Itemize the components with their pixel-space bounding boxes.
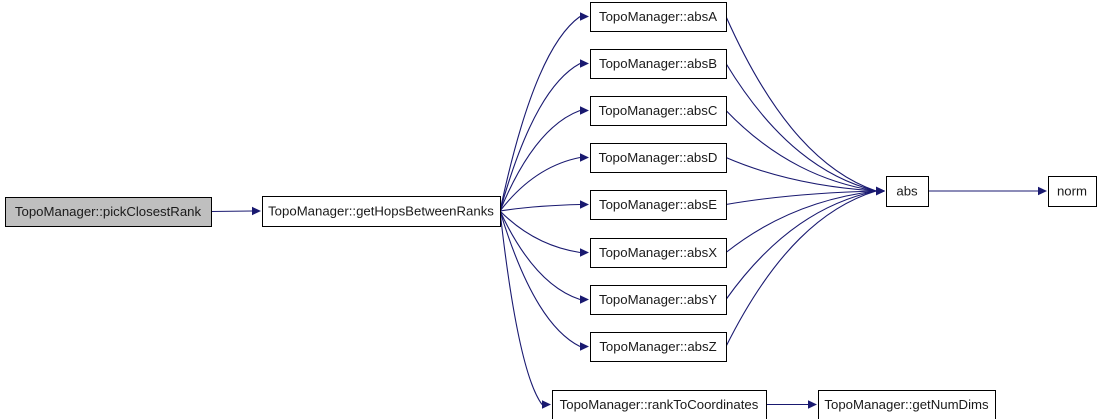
arrowhead-icon — [580, 342, 589, 351]
arrowhead-icon — [580, 106, 589, 115]
arrowhead-icon — [580, 295, 589, 304]
arrowhead-icon — [876, 186, 885, 196]
node-getNumDims[interactable]: TopoManager::getNumDims — [818, 390, 996, 419]
node-box-absA[interactable] — [590, 2, 727, 32]
edge-getHopsBetweenRanks-to-absD — [499, 156, 581, 212]
node-label-pickClosestRank: TopoManager::pickClosestRank — [15, 204, 202, 219]
node-box-getNumDims[interactable] — [818, 390, 996, 419]
node-absY[interactable]: TopoManager::absY — [590, 285, 727, 315]
edge-getHopsBetweenRanks-to-absB — [499, 63, 581, 212]
node-getHopsBetweenRanks[interactable]: TopoManager::getHopsBetweenRanks — [262, 196, 501, 227]
edge-absD-to-abs — [725, 156, 877, 192]
arrowhead-icon — [542, 400, 551, 409]
edge-getHopsBetweenRanks-to-absC — [499, 109, 581, 212]
node-absE[interactable]: TopoManager::absE — [590, 190, 727, 220]
edge-getHopsBetweenRanks-to-absA — [499, 16, 581, 212]
node-absX[interactable]: TopoManager::absX — [590, 238, 727, 268]
node-label-getNumDims: TopoManager::getNumDims — [824, 397, 989, 412]
arrowhead-icon — [580, 59, 589, 68]
edge-getHopsBetweenRanks-to-absE — [499, 203, 581, 212]
edge-getHopsBetweenRanks-to-absX — [499, 210, 581, 254]
node-label-norm: norm — [1057, 183, 1087, 198]
edge-absC-to-abs — [725, 110, 877, 192]
node-box-absY[interactable] — [590, 285, 727, 315]
node-label-getHopsBetweenRanks: TopoManager::getHopsBetweenRanks — [268, 203, 494, 218]
edge-getHopsBetweenRanks-to-absZ — [499, 210, 581, 347]
node-label-absA: TopoManager::absA — [599, 9, 717, 24]
node-label-abs: abs — [896, 183, 918, 198]
node-abs[interactable]: abs — [886, 176, 929, 207]
node-pickClosestRank[interactable]: TopoManager::pickClosestRank — [5, 197, 212, 227]
node-absA[interactable]: TopoManager::absA — [590, 2, 727, 32]
edge-getHopsBetweenRanks-to-rankToCoordinates — [499, 210, 543, 405]
node-box-absZ[interactable] — [590, 332, 727, 362]
edge-absY-to-abs — [725, 190, 877, 300]
edge-absB-to-abs — [725, 63, 877, 192]
arrowhead-icon — [580, 12, 589, 21]
node-absZ[interactable]: TopoManager::absZ — [590, 332, 727, 362]
node-label-absZ: TopoManager::absZ — [599, 339, 716, 354]
node-norm[interactable]: norm — [1048, 176, 1097, 207]
node-absC[interactable]: TopoManager::absC — [590, 96, 727, 126]
arrowhead-icon — [1038, 186, 1047, 196]
node-label-absC: TopoManager::absC — [599, 103, 718, 118]
node-label-rankToCoordinates: TopoManager::rankToCoordinates — [560, 397, 759, 412]
node-rankToCoordinates[interactable]: TopoManager::rankToCoordinates — [552, 390, 767, 419]
arrowhead-icon — [580, 248, 589, 257]
node-label-absB: TopoManager::absB — [599, 56, 717, 71]
node-label-absD: TopoManager::absD — [599, 150, 718, 165]
node-box-absX[interactable] — [590, 238, 727, 268]
edge-absZ-to-abs — [725, 190, 877, 347]
node-box-absE[interactable] — [590, 190, 727, 220]
node-absB[interactable]: TopoManager::absB — [590, 49, 727, 79]
edge-absA-to-abs — [725, 16, 877, 192]
node-box-getHopsBetweenRanks[interactable] — [262, 196, 501, 227]
node-box-absC[interactable] — [590, 96, 727, 126]
arrowhead-icon — [580, 153, 589, 162]
arrowhead-icon — [808, 400, 817, 409]
node-box-rankToCoordinates[interactable] — [552, 390, 767, 419]
edge-absE-to-abs — [725, 190, 877, 206]
node-absD[interactable]: TopoManager::absD — [590, 143, 727, 173]
arrowhead-icon — [252, 206, 261, 216]
node-label-absE: TopoManager::absE — [599, 197, 717, 212]
edge-layer — [210, 12, 1047, 409]
node-box-abs[interactable] — [886, 176, 929, 207]
node-label-absX: TopoManager::absX — [599, 245, 717, 260]
node-label-absY: TopoManager::absY — [599, 292, 717, 307]
node-box-pickClosestRank[interactable] — [5, 197, 212, 227]
arrowhead-icon — [580, 200, 589, 209]
edge-pickClosestRank-to-getHopsBetweenRanks — [210, 210, 253, 213]
edge-getHopsBetweenRanks-to-absY — [499, 210, 581, 301]
node-box-norm[interactable] — [1048, 176, 1097, 207]
node-box-absB[interactable] — [590, 49, 727, 79]
edge-absX-to-abs — [725, 190, 877, 253]
node-box-absD[interactable] — [590, 143, 727, 173]
